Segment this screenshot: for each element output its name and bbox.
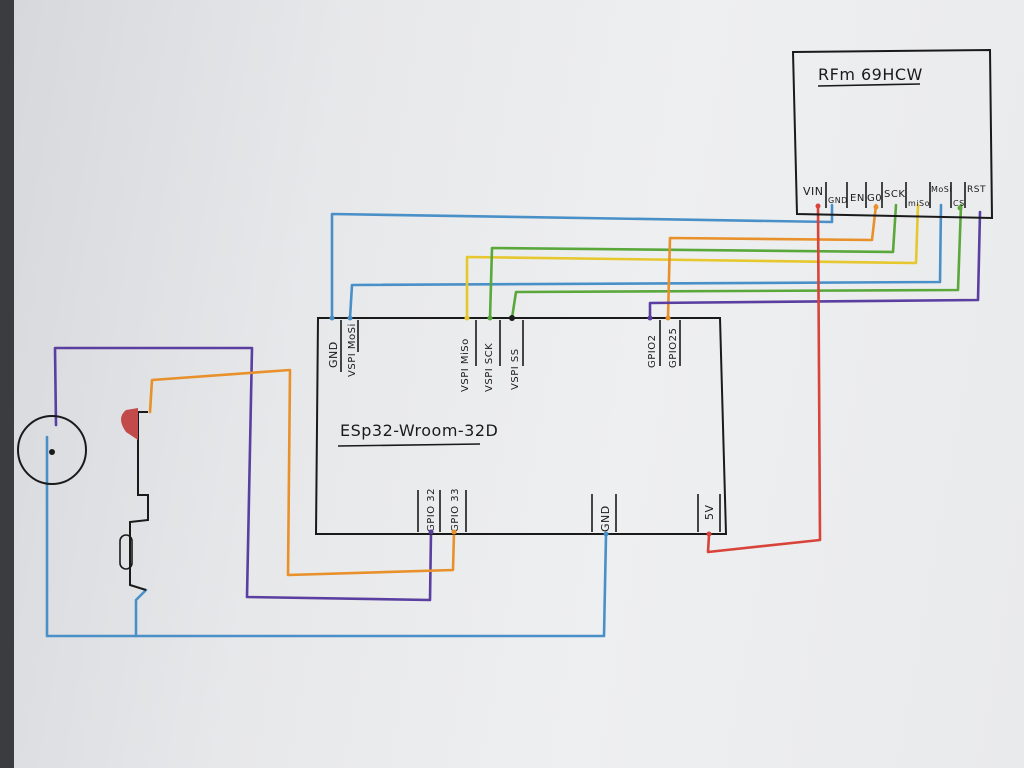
speaker-center-dot (49, 449, 55, 455)
esp-bottom-pin-separators (417, 490, 721, 532)
wire-miso (465, 203, 920, 320)
wire-gnd-bottom (45, 435, 608, 638)
wire-gnd-branch (134, 588, 148, 638)
esp-top-pin-dots (329, 315, 671, 321)
esp-box (314, 317, 728, 535)
rfm-pin-cs: CS (953, 199, 965, 208)
esp-pin-5v: 5V (703, 504, 716, 520)
esp-title-underline (337, 443, 481, 447)
wire-gpio33 (148, 368, 456, 577)
rfm-pin-dots (815, 203, 963, 211)
esp-module: ESp32-Wroom-32D GND VSPI MoSi VSPI MiSo … (314, 315, 728, 537)
rfm-pin-gnd: GND (828, 196, 848, 205)
wire-5v (706, 203, 822, 554)
esp-pin-gpio32: GPIO 32 (426, 488, 437, 532)
wire-gnd-rfm (330, 203, 834, 320)
speaker-component (17, 415, 87, 485)
esp-pin-vspi-ss: VSPI SS (510, 348, 521, 390)
esp-title: ESp32-Wroom-32D (340, 421, 498, 440)
rfm-pin-sck: SCK (884, 189, 905, 200)
wire-gpio25 (666, 203, 878, 320)
esp-pin-gnd-bottom: GND (599, 505, 612, 532)
button-cap (121, 408, 138, 440)
rfm-pin-g0: G0 (867, 193, 882, 204)
wire-ss (510, 203, 963, 320)
esp-bottom-pin-dots (428, 529, 712, 537)
left-components (17, 408, 149, 591)
wire-sck (488, 203, 898, 320)
paper-sheet (14, 0, 1024, 768)
rfm-box (791, 48, 994, 220)
esp-pin-vspi-miso: VSPI MiSo (460, 338, 471, 392)
esp-pin-gnd-top: GND (327, 341, 340, 368)
wire-mosi (348, 203, 943, 320)
esp-pin-vspi-sck: VSPI SCK (484, 343, 495, 392)
rfm-module: RFm 69HCW VIN GND EN G0 SCK miSo MoSi CS… (791, 48, 994, 220)
esp-pin-gpio33: GPIO 33 (450, 488, 461, 532)
rfm-pin-mosi: MoSi (931, 185, 952, 194)
wires (45, 203, 982, 638)
rfm-title: RFm 69HCW (818, 65, 923, 84)
wire-gpio2 (648, 210, 982, 320)
rfm-pin-en: EN (850, 193, 865, 204)
rfm-pin-miso: miSo (908, 199, 930, 208)
esp-pin-vspi-mosi: VSPI MoSi (347, 323, 358, 377)
esp-top-pin-separators (340, 320, 681, 372)
esp-pin-gpio2: GPIO2 (647, 335, 658, 368)
rfm-pin-rst: RST (967, 185, 986, 195)
rfm-title-underline (817, 83, 921, 87)
rfm-pin-separators (825, 182, 966, 208)
esp-pin-gpio25: GPIO25 (668, 328, 679, 368)
button-spring (119, 534, 133, 570)
rfm-pin-vin: VIN (803, 185, 824, 198)
wire-gpio32 (53, 346, 433, 602)
